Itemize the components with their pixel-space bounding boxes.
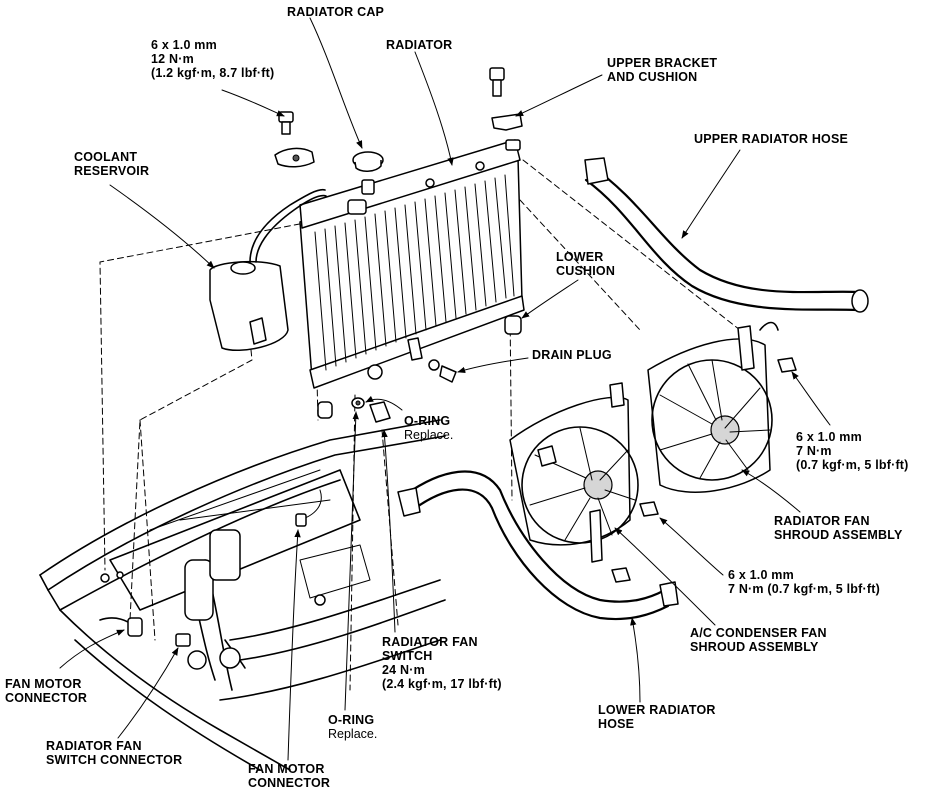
upper-bracket-and-cushion <box>489 67 523 151</box>
lower-hose-line2: HOSE <box>598 717 635 731</box>
right-bolt-size: 6 x 1.0 mm <box>796 430 862 444</box>
fan-motor-bottom-line1: FAN MOTOR <box>248 762 325 776</box>
drain-plug <box>428 359 457 383</box>
coolant-reservoir-line2: RESERVOIR <box>74 164 150 178</box>
label-fan-motor-connector-bottom: FAN MOTOR CONNECTOR <box>248 762 330 790</box>
lower-radiator-hose <box>397 470 679 621</box>
coolant-reservoir-line1: COOLANT <box>74 150 138 164</box>
fan-motor-bottom-line2: CONNECTOR <box>248 776 331 790</box>
fan-switch-line2: SWITCH <box>382 649 433 663</box>
top-bolt-size: 6 x 1.0 mm <box>151 38 217 52</box>
label-o-ring-upper: O-RING Replace. <box>404 414 453 442</box>
coolant-reservoir <box>209 188 327 352</box>
upper-bracket-line2: AND CUSHION <box>607 70 698 84</box>
ac-shroud-line2: SHROUD ASSEMBLY <box>690 640 819 654</box>
label-ac-condenser-shroud: A/C CONDENSER FAN SHROUD ASSEMBLY <box>690 626 827 654</box>
top-bolt-torque-alt: (1.2 kgf·m, 8.7 lbf·ft) <box>151 66 275 80</box>
radiator-fan-shroud <box>647 321 797 493</box>
radiator-cap <box>352 151 384 172</box>
label-upper-radiator-hose: UPPER RADIATOR HOSE <box>694 132 849 146</box>
upper-bracket-line1: UPPER BRACKET <box>607 56 718 70</box>
label-drain-plug: DRAIN PLUG <box>532 348 612 362</box>
top-left-bolt <box>274 111 315 168</box>
o-ring-upper <box>351 397 365 409</box>
label-right-bolt-spec: 6 x 1.0 mm 7 N·m (0.7 kgf·m, 5 lbf·ft) <box>796 430 909 472</box>
o-ring-upper-title: O-RING <box>404 414 451 428</box>
fan-shroud-line1: RADIATOR FAN <box>774 514 870 528</box>
lower-cushion <box>317 315 522 419</box>
top-bolt-torque: 12 N·m <box>151 52 194 66</box>
label-radiator-fan-switch: RADIATOR FAN SWITCH 24 N·m (2.4 kgf·m, 1… <box>382 635 502 691</box>
label-o-ring-lower: O-RING Replace. <box>328 713 377 741</box>
radiator <box>299 139 525 389</box>
ac-condenser-fan-shroud <box>509 382 659 583</box>
fan-shroud-line2: SHROUD ASSEMBLY <box>774 528 903 542</box>
label-fan-motor-connector-left: FAN MOTOR CONNECTOR <box>5 677 87 705</box>
fan-switch-torque-alt: (2.4 kgf·m, 17 lbf·ft) <box>382 677 502 691</box>
label-radiator-fan-shroud: RADIATOR FAN SHROUD ASSEMBLY <box>774 514 902 542</box>
mid-bolt-torque: 7 N·m (0.7 kgf·m, 5 lbf·ft) <box>728 582 880 596</box>
label-coolant-reservoir: COOLANT RESERVOIR <box>74 150 149 178</box>
fan-motor-left-line2: CONNECTOR <box>5 691 88 705</box>
engine-bay-frame <box>39 419 446 771</box>
lower-hose-line1: LOWER RADIATOR <box>598 703 716 717</box>
mid-bolt-size: 6 x 1.0 mm <box>728 568 794 582</box>
label-lower-radiator-hose: LOWER RADIATOR HOSE <box>598 703 716 731</box>
label-top-bolt-spec: 6 x 1.0 mm 12 N·m (1.2 kgf·m, 8.7 lbf·ft… <box>151 38 274 80</box>
label-lower-cushion: LOWER CUSHION <box>556 250 615 278</box>
o-ring-lower-title: O-RING <box>328 713 375 727</box>
o-ring-upper-note: Replace. <box>404 428 454 442</box>
label-radiator-fan-switch-connector: RADIATOR FAN SWITCH CONNECTOR <box>46 739 182 767</box>
right-bolt-torque: 7 N·m <box>796 444 832 458</box>
fan-switch-torque: 24 N·m <box>382 663 425 677</box>
fan-switch-line1: RADIATOR FAN <box>382 635 478 649</box>
lower-cushion-line2: CUSHION <box>556 264 616 278</box>
right-bolt-torque-alt: (0.7 kgf·m, 5 lbf·ft) <box>796 458 909 472</box>
label-radiator-cap: RADIATOR CAP <box>287 5 385 19</box>
radiator-fan-switch <box>369 401 391 423</box>
upper-radiator-hose <box>584 157 869 313</box>
fan-switch-connector-line1: RADIATOR FAN <box>46 739 142 753</box>
label-radiator: RADIATOR <box>386 38 453 52</box>
leader-arrows <box>59 17 831 761</box>
lower-cushion-line1: LOWER <box>556 250 604 264</box>
label-upper-bracket: UPPER BRACKET AND CUSHION <box>607 56 717 84</box>
fan-motor-left-line1: FAN MOTOR <box>5 677 82 691</box>
o-ring-lower-note: Replace. <box>328 727 378 741</box>
ac-shroud-line1: A/C CONDENSER FAN <box>690 626 827 640</box>
label-mid-bolt-spec: 6 x 1.0 mm 7 N·m (0.7 kgf·m, 5 lbf·ft) <box>728 568 880 596</box>
fan-switch-connector-line2: SWITCH CONNECTOR <box>46 753 183 767</box>
